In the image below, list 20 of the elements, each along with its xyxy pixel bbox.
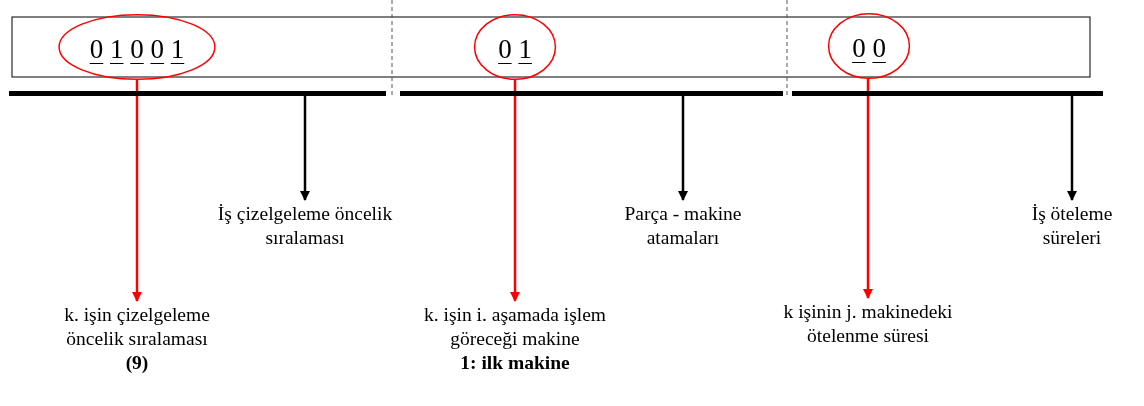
arrow (678, 96, 688, 201)
value-note: 1: ilk makine (459, 351, 571, 375)
gene-digits: 0 1 (498, 32, 532, 65)
arrow (132, 80, 142, 302)
value-note: (9) (124, 351, 150, 375)
gene-digits: 0 0 (852, 31, 886, 64)
gene-digits: 0 1 0 0 1 (89, 32, 185, 65)
arrow (510, 80, 520, 302)
arrow (300, 96, 310, 201)
description-text: k. işin i. aşamada işlem göreceği makine (423, 303, 607, 351)
bar (400, 91, 783, 96)
arrow (863, 79, 873, 299)
description-text: İş öteleme süreleri (1030, 202, 1114, 250)
description-text: İş çizelgeleme öncelik sıralaması (216, 202, 394, 250)
bar (792, 91, 1103, 96)
bar (9, 91, 386, 96)
arrow (1067, 96, 1077, 201)
description-text: k işinin j. makinedeki ötelenme süresi (782, 300, 954, 348)
description-text: k. işin çizelgeleme öncelik sıralaması (63, 303, 211, 351)
description-text: Parça - makine atamaları (623, 202, 743, 250)
